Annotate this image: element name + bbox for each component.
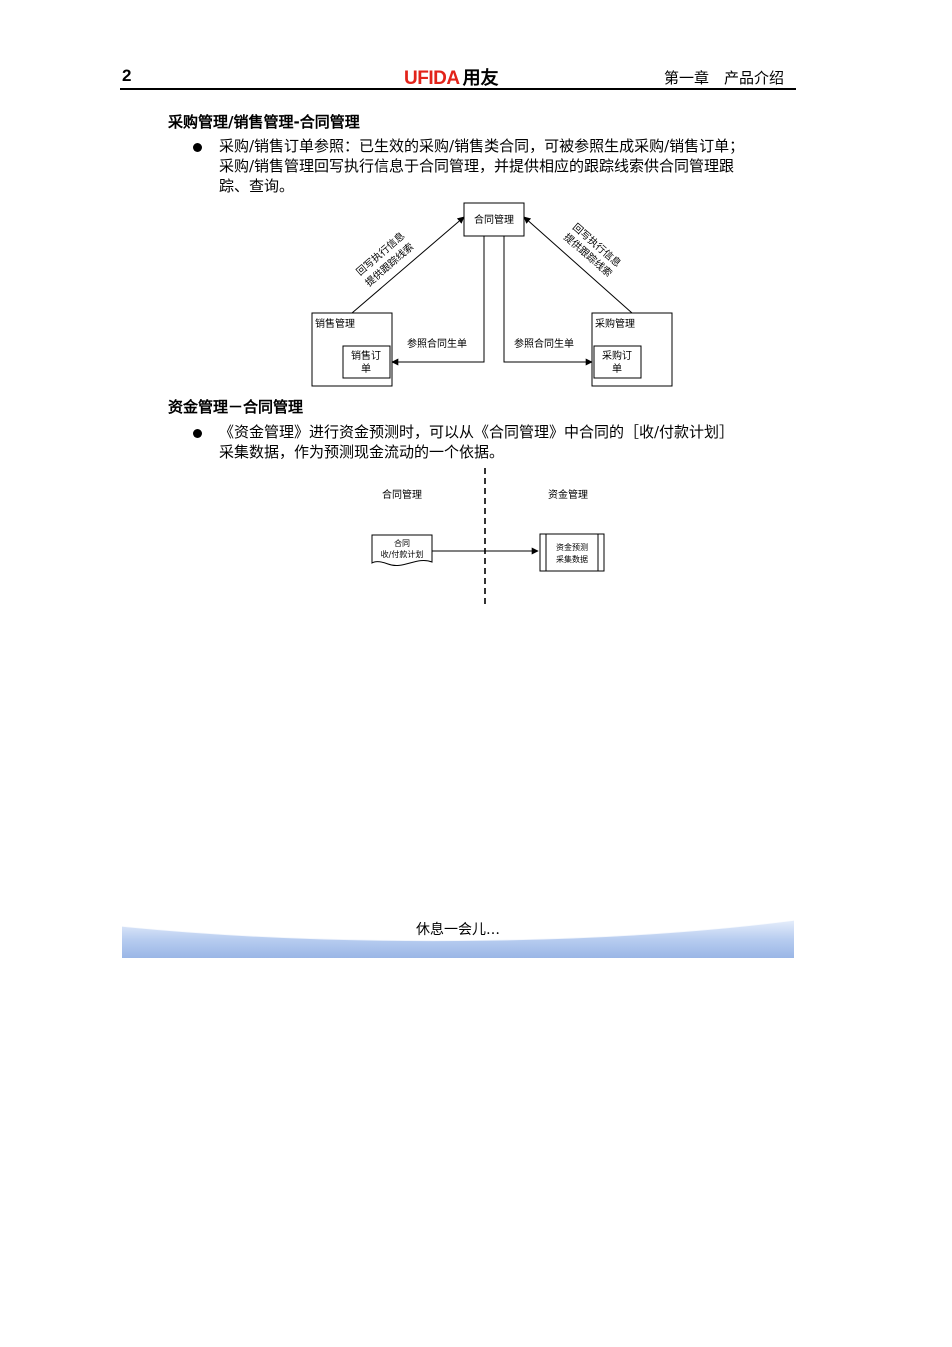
- purchase-order-label-1: 采购订: [602, 349, 632, 362]
- bullet-dot: [193, 143, 202, 152]
- doc-label-1: 合同: [394, 538, 410, 548]
- section-heading-purchase-sales-contract: 采购管理/销售管理-合同管理: [168, 113, 360, 131]
- sales-order-label-2: 单: [361, 363, 371, 375]
- rest-caption: 休息一会儿…: [416, 922, 500, 938]
- purchase-order-label-2: 单: [612, 363, 622, 375]
- purchase-box-label: 采购管理: [595, 317, 635, 330]
- process-label-2: 采集数据: [556, 554, 588, 564]
- contract-box-label: 合同管理: [474, 213, 514, 226]
- chapter-title: 第一章 产品介绍: [664, 69, 785, 87]
- sales-order-box: [342, 345, 391, 379]
- logo-cn: 用友: [462, 68, 499, 88]
- paragraph-line: 采集数据，作为预测现金流动的一个依据。: [219, 443, 505, 461]
- purchase-order-box: [593, 345, 642, 379]
- section1-paragraph: 采购/销售订单参照：已生效的采购/销售类合同，可被参照生成采购/销售订单； 采购…: [219, 136, 744, 196]
- fund-contract-diagram: 合同管理 资金管理 合同 收/付款计划 资金预测 采集数据: [371, 468, 605, 606]
- purchase-to-contract-arrow: [523, 216, 633, 314]
- left-lane-title: 合同管理: [382, 488, 422, 501]
- sales-to-contract-arrow: [351, 216, 465, 314]
- section-heading-fund-contract: 资金管理－合同管理: [168, 398, 304, 416]
- header-rule: [120, 88, 796, 90]
- contract-management-box: [463, 202, 525, 237]
- process-label-1: 资金预测: [556, 542, 588, 552]
- paragraph-line: 采购/销售订单参照：已生效的采购/销售类合同，可被参照生成采购/销售订单；: [219, 137, 745, 155]
- contract-to-sales-arrow: [391, 236, 485, 366]
- fund-forecast-process: [539, 533, 605, 572]
- paragraph-line: 采购/销售管理回写执行信息于合同管理，并提供相应的跟踪线索供合同管理跟: [219, 157, 735, 175]
- paragraph-line: 踪、查询。: [219, 177, 295, 195]
- logo-latin: UFIDA: [404, 68, 460, 89]
- contract-flow-diagram: 合同管理 销售管理 销售订 单 采购管理 采购订 单 回写执行信息 提供跟踪线索…: [311, 202, 673, 387]
- sales-order-label-1: 销售订: [351, 349, 381, 362]
- doc-label-2: 收/付款计划: [381, 549, 424, 559]
- rest-banner: [122, 919, 794, 958]
- page-number: 2: [122, 66, 132, 85]
- paragraph-line: 《资金管理》进行资金预测时，可以从《合同管理》中合同的［收/付款计划］: [219, 423, 735, 441]
- contract-to-purchase-arrow: [503, 236, 593, 366]
- contract-payment-plan-document: [371, 534, 433, 566]
- right-lane-title: 资金管理: [548, 488, 588, 501]
- bullet-dot: [193, 429, 202, 438]
- sales-box-label: 销售管理: [315, 317, 355, 330]
- left-ref-label: 参照合同生单: [407, 337, 467, 350]
- section2-paragraph: 《资金管理》进行资金预测时，可以从《合同管理》中合同的［收/付款计划］ 采集数据…: [219, 422, 734, 462]
- right-ref-label: 参照合同生单: [514, 337, 574, 350]
